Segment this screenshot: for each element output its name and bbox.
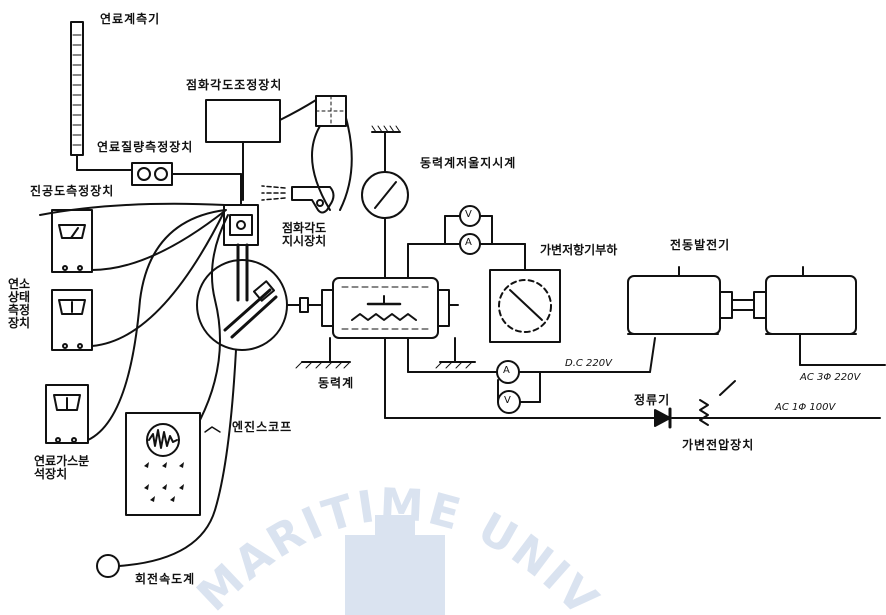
gas-analyzer-box [46, 385, 88, 443]
exhaust-temp-label: 연소상태측정장치 [8, 278, 32, 330]
dyn-indicator-label: 동력계저울지시계 [420, 154, 516, 171]
generator-body [766, 276, 856, 334]
ac-three-label: AC 3Φ 220V [800, 372, 860, 383]
engine-crankcase [197, 260, 287, 350]
ammeter-symbol: A [465, 237, 472, 248]
engine-scope-label: 엔진스코프 [232, 418, 292, 435]
motor-body [628, 276, 720, 334]
motor-generator-label: 전동발전기 [670, 236, 730, 253]
ammeter-2-symbol: A [503, 365, 510, 376]
university-watermark: KOREA MARITIME UNIVERSITY [175, 455, 615, 615]
strobe-light-shape [292, 187, 334, 213]
apparatus-diagram-page: { "labels": { "fuel_gauge": "연료계측기", "ig… [0, 0, 886, 590]
dc-supply-label: D.C 220V [565, 358, 612, 369]
voltmeter-symbol: V [465, 209, 472, 220]
fuel-gauge-label: 연료계측기 [100, 10, 160, 27]
rectifier-label: 정류기 [634, 391, 670, 408]
dynamometer-label: 동력계 [318, 374, 354, 391]
gas-analyzer-label: 연료가스분석장치 [34, 455, 94, 481]
ignition-indicator-label: 점화각도지시장치 [282, 222, 337, 248]
ignition-adjuster-box [206, 100, 280, 142]
ac-single-label: AC 1Φ 100V [775, 402, 835, 413]
voltmeter-2-symbol: V [504, 395, 511, 406]
vacuum-meter-label: 진공도측정장치 [30, 182, 114, 199]
ignition-adjuster-label: 점화각도조정장치 [186, 76, 282, 93]
variable-transformer-label: 가변전압장치 [682, 436, 754, 453]
tachometer-circle [97, 555, 119, 577]
fuel-consumption-label: 연료질량측정장치 [97, 138, 193, 155]
vacuum-meter-box [52, 210, 92, 272]
tachometer-label: 회전속도계 [135, 570, 195, 587]
resistor-load-label: 가변저항기부하 [540, 244, 620, 257]
